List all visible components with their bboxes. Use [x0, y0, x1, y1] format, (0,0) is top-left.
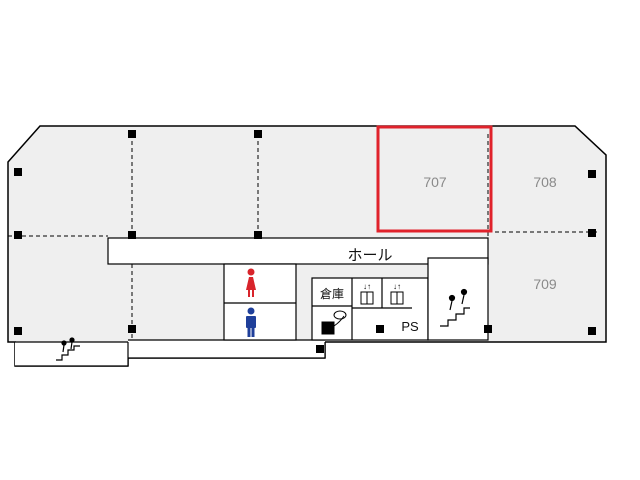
elevator-icon: ↓↑: [360, 282, 374, 305]
storage-label: 倉庫: [320, 286, 344, 301]
column: [316, 345, 324, 353]
column: [128, 231, 136, 239]
restroom-area: [223, 263, 297, 341]
column: [376, 325, 384, 333]
unit-707-highlight[interactable]: [376, 125, 493, 233]
stairs-icon: [56, 337, 80, 361]
column: [254, 231, 262, 239]
kitchen-sink-icon: [321, 310, 347, 335]
ps-label: PS: [401, 319, 419, 334]
column: [14, 231, 22, 239]
column: [588, 327, 596, 335]
column: [588, 229, 596, 237]
unit-708-label: 708: [533, 174, 557, 190]
hall-label: ホール: [347, 246, 392, 264]
column: [254, 130, 262, 138]
column: [588, 170, 596, 178]
corridor-hall: [107, 237, 489, 265]
column: [484, 325, 492, 333]
elevator-icon: ↓↑: [390, 282, 404, 305]
column: [14, 327, 22, 335]
female-restroom-icon: [246, 268, 256, 297]
column: [128, 325, 136, 333]
svg-text:↓↑: ↓↑: [363, 282, 371, 291]
unit-707-label: 707: [423, 174, 447, 190]
column: [128, 130, 136, 138]
unit-709-label: 709: [533, 276, 557, 292]
column: [14, 168, 22, 176]
stair-core: [427, 257, 489, 341]
corridor-left: [128, 340, 325, 358]
stairs-icon: [440, 288, 470, 327]
male-restroom-icon: [246, 307, 256, 337]
svg-text:↓↑: ↓↑: [393, 282, 401, 291]
